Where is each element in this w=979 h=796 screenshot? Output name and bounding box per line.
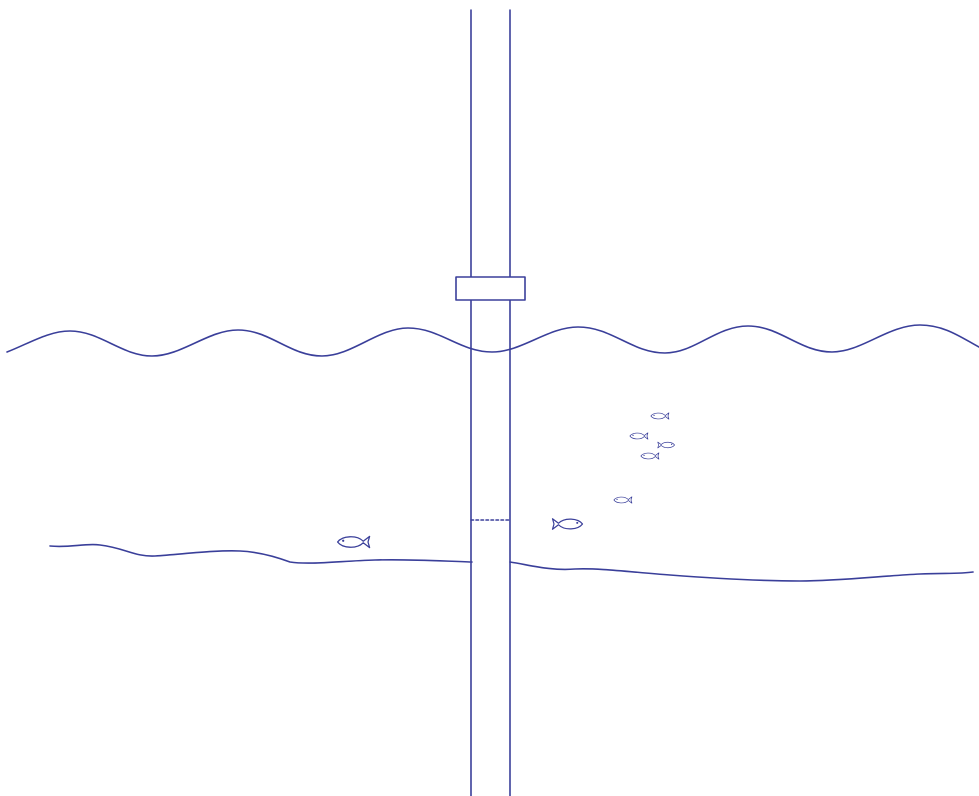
school-fish-5-icon bbox=[613, 496, 633, 504]
school-fish-5-eye bbox=[616, 498, 618, 500]
single-fish-left-eye bbox=[342, 539, 345, 542]
school-fish-4-eye bbox=[643, 454, 645, 456]
school-fish-3-icon bbox=[657, 441, 675, 449]
seabed-line-right bbox=[509, 561, 974, 582]
school-fish-3-eye bbox=[671, 443, 673, 445]
school-fish-1-icon bbox=[650, 412, 670, 420]
seabed-line-left bbox=[49, 543, 473, 564]
school-fish-4-icon bbox=[640, 452, 660, 460]
vertical-pile bbox=[470, 9, 511, 796]
school-fish-2-eye bbox=[632, 434, 634, 436]
large-fish-right-eye bbox=[576, 521, 579, 524]
single-fish-left-icon bbox=[336, 535, 371, 549]
large-fish-right-icon bbox=[551, 518, 584, 530]
school-fish-2-icon bbox=[629, 432, 649, 440]
pile-collar bbox=[455, 276, 526, 301]
fish-group bbox=[336, 412, 675, 549]
school-fish-1-eye bbox=[653, 414, 655, 416]
water-surface-wave bbox=[6, 324, 979, 357]
